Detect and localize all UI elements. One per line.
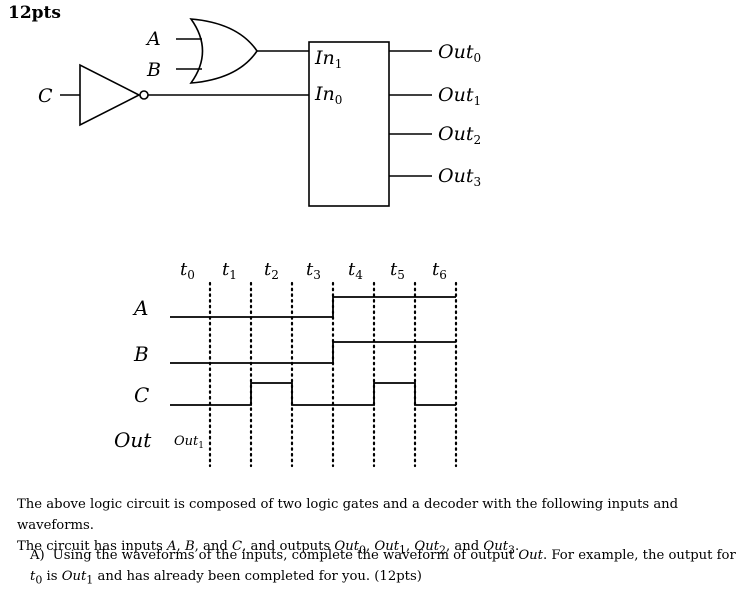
question-id: A) bbox=[30, 548, 45, 563]
waveform-B bbox=[170, 341, 456, 364]
label-c: C bbox=[38, 85, 53, 107]
time-label-6: t6 bbox=[432, 259, 447, 282]
time-label-0: t0 bbox=[180, 259, 195, 282]
figure: A B C In1 In0 Out0 Out1 Out2 Out3 t0 t1 t2… bbox=[38, 18, 481, 468]
time-label-5: t5 bbox=[390, 259, 405, 282]
label-b: B bbox=[146, 59, 161, 81]
signal-labels: ABC bbox=[132, 296, 149, 407]
time-label-2: t2 bbox=[264, 259, 279, 282]
label-a: A bbox=[145, 28, 161, 50]
timing-diagram: t0 t1 t2 t3 t4 t5 t6 ABC Out Out1 bbox=[114, 259, 458, 468]
not-gate bbox=[79, 63, 141, 127]
output-label-2: Out2 bbox=[438, 123, 481, 147]
description-line-2: The circuit has inputs A, B, and C, and … bbox=[17, 539, 520, 557]
time-label-4: t4 bbox=[348, 259, 363, 282]
signal-label-C: C bbox=[134, 383, 149, 407]
signal-label-A: A bbox=[132, 296, 148, 320]
waveform-C bbox=[170, 382, 456, 406]
out-example: Out1 bbox=[174, 434, 204, 451]
points-label: 12pts bbox=[8, 3, 61, 23]
signal-label-B: B bbox=[133, 342, 149, 366]
out-row-label: Out bbox=[114, 428, 152, 452]
waveforms bbox=[170, 296, 456, 406]
decoder-box bbox=[308, 41, 390, 207]
time-label-1: t1 bbox=[222, 259, 237, 282]
or-gate bbox=[189, 18, 258, 84]
logic-circuit bbox=[60, 18, 432, 207]
output-label-0: Out0 bbox=[438, 41, 481, 65]
output-label-1: Out1 bbox=[438, 84, 481, 108]
time-dividers bbox=[208, 281, 458, 468]
description: The above logic circuit is composed of t… bbox=[17, 494, 737, 561]
not-bubble bbox=[139, 90, 149, 100]
description-line-1: The above logic circuit is composed of t… bbox=[17, 497, 679, 533]
decoder-in0: In0 bbox=[314, 83, 342, 107]
decoder-in1: In1 bbox=[314, 47, 342, 71]
time-labels: t0 t1 t2 t3 t4 t5 t6 bbox=[180, 259, 447, 282]
waveform-A bbox=[170, 296, 456, 318]
question-a: A)Using the waveforms of the inputs, com… bbox=[30, 548, 736, 587]
output-label-3: Out3 bbox=[438, 165, 481, 189]
time-label-3: t3 bbox=[306, 259, 321, 282]
